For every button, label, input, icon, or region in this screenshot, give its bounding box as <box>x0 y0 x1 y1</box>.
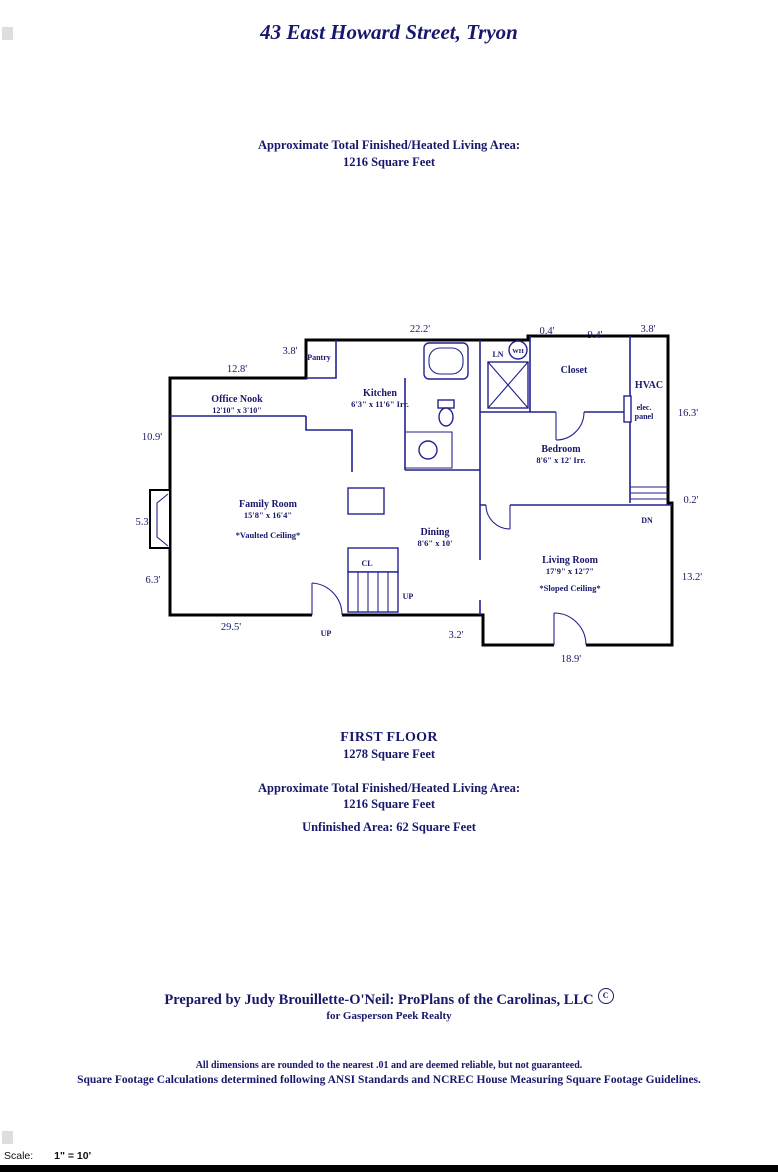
shower-x-mark <box>487 361 529 409</box>
room-bedroom-dims: 8'6" x 12' Irr. <box>536 455 585 465</box>
label-linen: LN <box>492 350 503 359</box>
stair-treads <box>357 572 389 612</box>
fireplace <box>149 489 171 549</box>
heated-area-note: Approximate Total Finished/Heated Living… <box>0 137 778 171</box>
label-elec: elec. <box>637 403 652 412</box>
down-stairs-treads <box>630 486 668 500</box>
summary-line1: Approximate Total Finished/Heated Living… <box>257 781 521 795</box>
bottom-border-bar <box>0 1165 778 1172</box>
prepared-by-text: Prepared by Judy Brouillette-O'Neil: Pro… <box>164 992 594 1008</box>
room-dining: Dining <box>421 527 450 538</box>
label-dn: DN <box>641 516 653 525</box>
heated-area-line1: Approximate Total Finished/Heated Living… <box>257 138 521 152</box>
toilet-bowl <box>438 407 454 427</box>
prepared-by-line: Prepared by Judy Brouillette-O'Neil: Pro… <box>0 988 778 1009</box>
room-family: Family Room <box>239 499 298 510</box>
dim-left-upper: 10.9' <box>142 432 162 443</box>
room-living: Living Room <box>542 555 599 566</box>
page-title: 43 East Howard Street, Tryon <box>260 20 518 44</box>
scale-value: 1" = 10' <box>54 1150 92 1162</box>
disclaimer-line2: Square Footage Calculations determined f… <box>77 1074 701 1086</box>
sink-basin <box>418 440 438 460</box>
dim-hvac-width: 3.8' <box>640 324 655 335</box>
sink-counter <box>405 431 453 469</box>
dim-office-top: 12.8' <box>227 364 247 375</box>
toilet-tank <box>437 399 455 409</box>
label-cl: CL <box>361 559 372 568</box>
disclaimer-line1: All dimensions are rounded to the neares… <box>195 1060 583 1071</box>
label-up-entry: UP <box>321 629 332 638</box>
bathtub <box>423 342 469 380</box>
room-living-note: *Sloped Ceiling* <box>539 583 600 593</box>
heated-area-line2: 1216 Square Feet <box>342 155 436 169</box>
room-family-note: *Vaulted Ceiling* <box>236 530 301 540</box>
room-family-dims: 15'8" x 16'4" <box>244 510 292 520</box>
room-office-nook-dims: 12'10" x 3'10" <box>212 406 261 415</box>
dim-right-jog: 0.2' <box>683 495 698 506</box>
stair-closet <box>347 547 399 573</box>
dim-left-lower: 6.3' <box>145 575 160 586</box>
dim-top-main: 22.2' <box>410 324 430 335</box>
summary-line2: 1216 Square Feet <box>342 797 436 811</box>
copyright-icon: C <box>597 988 614 1004</box>
dim-closet-width: 9.4' <box>587 330 602 341</box>
dim-top-jog: 0.4' <box>539 326 554 337</box>
room-pantry: Pantry <box>307 353 331 362</box>
unfinished-area: Unfinished Area: 62 Square Feet <box>302 820 476 834</box>
floor-area: 1278 Square Feet <box>342 747 436 761</box>
bedroom-door-swing <box>485 504 511 530</box>
room-hvac: HVAC <box>635 380 663 391</box>
dim-fireplace: 5.3' <box>135 517 150 528</box>
room-bedroom: Bedroom <box>541 444 581 455</box>
dim-bottom-right: 18.9' <box>561 654 581 665</box>
pantry-walls <box>306 340 337 379</box>
room-kitchen-dims: 6'3" x 11'6" Irr. <box>351 399 409 409</box>
bathtub-basin <box>428 347 464 375</box>
water-heater <box>508 340 528 360</box>
floor-name: FIRST FLOOR <box>340 730 438 745</box>
room-dining-dims: 8'6" x 10' <box>418 538 453 548</box>
room-office-nook: Office Nook <box>211 394 263 405</box>
dim-right-upper: 16.3' <box>678 408 698 419</box>
bathroom-walls <box>404 378 480 471</box>
electrical-panel <box>623 395 632 423</box>
dim-right-lower: 13.2' <box>682 572 702 583</box>
summary-note: Approximate Total Finished/Heated Living… <box>0 780 778 812</box>
label-water-heater: WH <box>512 348 524 355</box>
closet-door-swing <box>555 411 585 441</box>
room-closet: Closet <box>561 365 588 376</box>
dim-bottom-left: 29.5' <box>221 622 241 633</box>
exterior-walls <box>168 334 674 647</box>
room-kitchen: Kitchen <box>363 388 397 399</box>
scale-label: Scale: <box>4 1150 34 1162</box>
scan-artifact-top <box>2 27 13 40</box>
for-realty-line: for Gasperson Peek Realty <box>326 1010 452 1022</box>
scan-artifact-bottom <box>2 1131 13 1144</box>
dim-pantry-jog: 3.8' <box>282 346 297 357</box>
office-nook-counter-walls <box>170 415 353 472</box>
living-door-swing <box>553 612 587 646</box>
floor-label: FIRST FLOOR 1278 Square Feet <box>0 729 778 763</box>
dim-bottom-step: 3.2' <box>448 630 463 641</box>
label-up-interior: UP <box>403 592 414 601</box>
staircase <box>347 571 399 613</box>
firebox <box>156 493 169 547</box>
scale-bar: Scale: 1" = 10' <box>4 1150 91 1162</box>
kitchen-island <box>347 487 385 515</box>
label-panel: panel <box>635 412 654 421</box>
room-living-dims: 17'9" x 12'7" <box>546 566 594 576</box>
entry-door-swing <box>311 582 343 616</box>
